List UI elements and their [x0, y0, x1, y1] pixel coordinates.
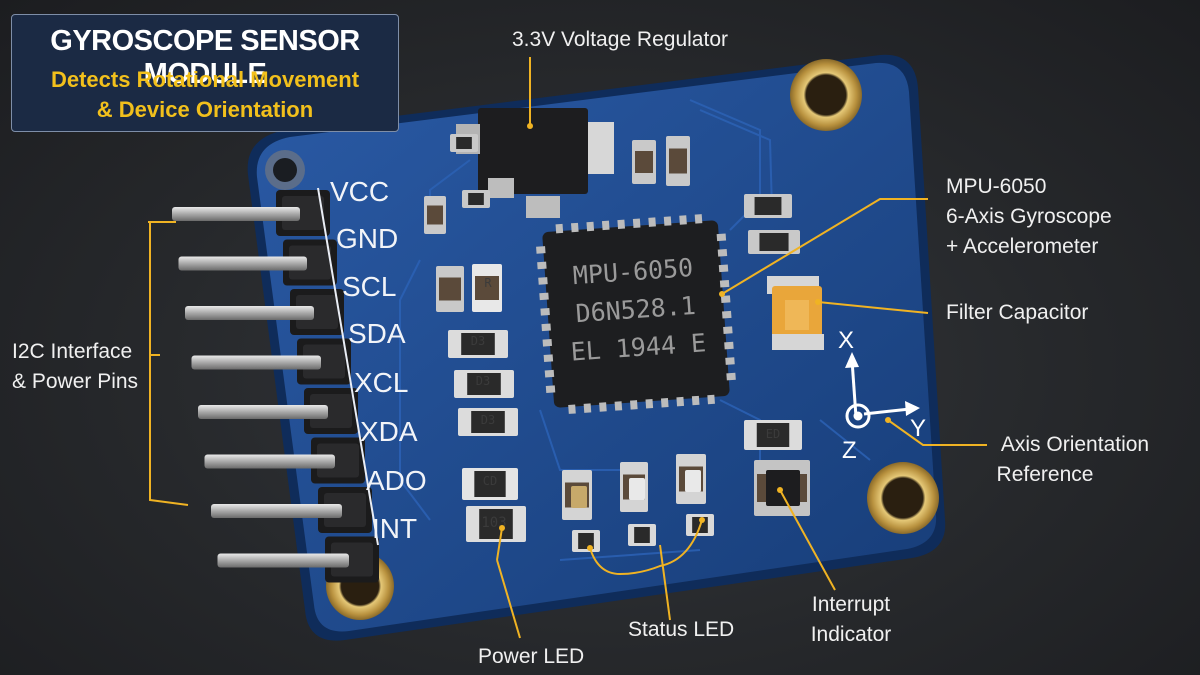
smd-part-18 — [628, 524, 656, 546]
resistor-code-cd: CD — [483, 474, 497, 488]
pin-label-xda: XDA — [360, 416, 418, 447]
smd-part-13 — [466, 506, 526, 542]
pin-label-sda: SDA — [348, 318, 406, 349]
callout-status-led: Status LED — [628, 618, 735, 641]
header-pin-int — [217, 536, 379, 583]
title-box: GYROSCOPE SENSOR MODULE Detects Rotation… — [11, 14, 399, 132]
pin-label-scl: SCL — [342, 271, 396, 302]
header-pin-ado — [211, 487, 372, 533]
smd-components — [424, 134, 810, 552]
axis-label-z: Z — [842, 437, 857, 464]
callout-mpu-line3: + Accelerometer — [946, 235, 1099, 258]
resistor-code-ed: ED — [766, 427, 780, 441]
callout-mpu-line1: MPU-6050 — [946, 175, 1047, 198]
title-subtitle-line1: Detects Rotational Movement — [50, 67, 360, 92]
pin-label-ado: ADO — [366, 465, 427, 496]
mpu-6050-chip: MPU-6050 D6N528.1 EL 1944 E — [536, 214, 736, 414]
interrupt-transistor — [766, 470, 800, 506]
callout-mpu-line2: 6-Axis Gyroscope — [946, 205, 1112, 228]
voltage-regulator — [456, 108, 614, 218]
smd-part-7 — [436, 266, 464, 312]
callout-i2c-line2: & Power Pins — [12, 370, 139, 393]
smd-part-11 — [458, 408, 518, 436]
resistor-code-1: D3 — [471, 334, 485, 348]
resistor-code-2: D3 — [476, 374, 490, 388]
callout-i2c-line1: I2C Interface — [12, 340, 133, 363]
callout-lines — [148, 57, 987, 639]
led-2 — [685, 470, 701, 492]
smd-part-8 — [472, 264, 502, 312]
pin-labels: VCC GND SCL SDA XCL XDA ADO INT — [330, 176, 427, 544]
smd-part-4 — [666, 136, 690, 186]
callout-dots — [499, 123, 891, 551]
axis-label-x: X — [838, 327, 854, 354]
mounting-holes — [265, 59, 939, 620]
smd-part-20 — [744, 420, 802, 450]
resistor-codes: R D3 D3 D3 103 CD ED — [471, 276, 780, 531]
pin-header — [172, 187, 379, 583]
callout-filter: Filter Capacitor — [946, 301, 1089, 324]
smd-part-5 — [744, 194, 792, 218]
pin-label-int: INT — [372, 513, 417, 544]
callout-interrupt-line1: Interrupt — [811, 593, 891, 616]
smd-part-0 — [450, 134, 478, 152]
callout-interrupt-line2: Indicator — [810, 623, 892, 646]
axis-reference — [845, 352, 920, 429]
filter-capacitor — [767, 276, 824, 350]
resistor-code-3: D3 — [481, 413, 495, 427]
callout-axis-line2: Reference — [996, 463, 1094, 486]
smd-part-6 — [748, 230, 800, 254]
led-0 — [571, 486, 587, 508]
header-pin-xcl — [198, 388, 358, 434]
pin-label-gnd: GND — [336, 223, 398, 254]
header-pin-vcc — [172, 190, 330, 236]
callout-axis-line1: Axis Orientation — [1000, 433, 1150, 456]
led-1 — [629, 478, 645, 500]
smd-part-12 — [462, 468, 518, 500]
smd-part-10 — [454, 370, 514, 398]
header-pin-scl — [185, 289, 344, 335]
callout-power-led: Power LED — [478, 645, 585, 668]
pin-label-xcl: XCL — [354, 367, 408, 398]
smd-part-17 — [572, 530, 600, 552]
smd-part-9 — [448, 330, 508, 358]
header-pin-gnd — [178, 239, 337, 286]
resistor-code-r: R — [484, 276, 492, 290]
axis-label-y: Y — [910, 415, 926, 442]
pin-label-vcc: VCC — [330, 176, 389, 207]
smd-part-2 — [424, 196, 446, 234]
header-pin-xda — [204, 437, 365, 484]
callout-regulator: 3.3V Voltage Regulator — [512, 28, 728, 51]
smd-part-3 — [632, 140, 656, 184]
header-pin-sda — [191, 338, 351, 385]
title-main: GYROSCOPE SENSOR MODULE — [50, 25, 360, 90]
title-subtitle-line2: & Device Orientation — [96, 97, 314, 122]
smd-part-1 — [462, 190, 490, 208]
